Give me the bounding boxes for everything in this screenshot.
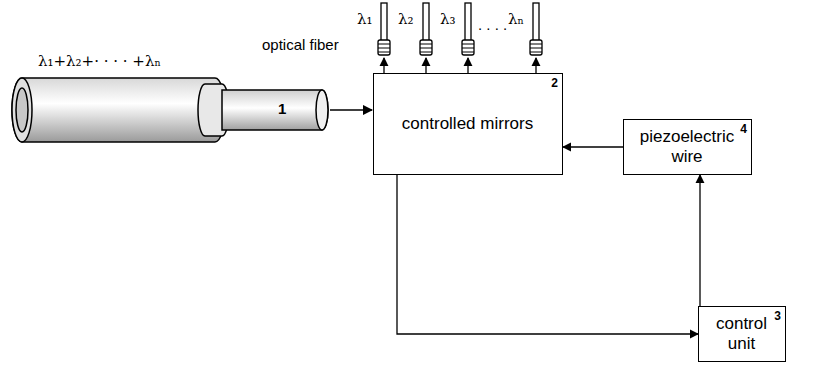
- light-arrow: [330, 109, 372, 111]
- fiber-connector: [378, 40, 390, 55]
- connector-ring: [378, 52, 390, 53]
- callout-number: 2: [551, 77, 558, 89]
- fiber-connector: [420, 40, 432, 55]
- fiber-connector: [530, 40, 542, 55]
- connector-arrow: [563, 146, 623, 147]
- connector-ring: [420, 44, 432, 45]
- output-arrow: [425, 58, 426, 73]
- fiber-strand: [381, 3, 387, 41]
- fiber-strand: [465, 3, 471, 41]
- wavelength-sum: λ₁+λ₂+· · · · +λₙ: [38, 52, 161, 70]
- ellipsis-label: . . . .: [478, 16, 507, 33]
- connector-ring: [530, 44, 542, 45]
- output-arrow: [535, 58, 536, 73]
- output-arrow: [467, 58, 468, 73]
- wavelength-label: λ₃: [440, 10, 456, 28]
- connector-ring: [530, 52, 542, 53]
- connector-arrow: [699, 175, 700, 306]
- box-label: control unit: [710, 314, 774, 354]
- callout-number: 4: [740, 123, 747, 135]
- output-fibers: [378, 3, 542, 73]
- fiber-connector: [462, 40, 474, 55]
- fiber-cable: [12, 78, 328, 142]
- connector-ring: [378, 44, 390, 45]
- connector-ring: [420, 52, 432, 53]
- connector-arrow: [397, 175, 698, 334]
- wavelength-label: λₙ: [508, 10, 524, 28]
- fiber-strand: [533, 3, 539, 41]
- callout-number: 3: [774, 310, 781, 322]
- process-box: piezoelectric wire4: [623, 119, 752, 175]
- box-label: controlled mirrors: [393, 114, 543, 134]
- wavelength-label: λ₁: [357, 10, 373, 28]
- connector-ring: [420, 48, 432, 49]
- process-box: controlled mirrors 2: [373, 73, 563, 175]
- box-label: piezoelectric wire: [635, 127, 740, 167]
- connector-ring: [530, 48, 542, 49]
- process-box: control unit3: [698, 306, 786, 362]
- wavelength-label: λ₂: [398, 10, 414, 28]
- callout-number: 1: [278, 100, 286, 117]
- connector-ring: [462, 48, 474, 49]
- connector-ring: [462, 52, 474, 53]
- connector-ring: [462, 44, 474, 45]
- connector-ring: [378, 48, 390, 49]
- output-arrow: [383, 58, 384, 73]
- part-label: optical fiber: [262, 36, 339, 53]
- fiber-strand: [423, 3, 429, 41]
